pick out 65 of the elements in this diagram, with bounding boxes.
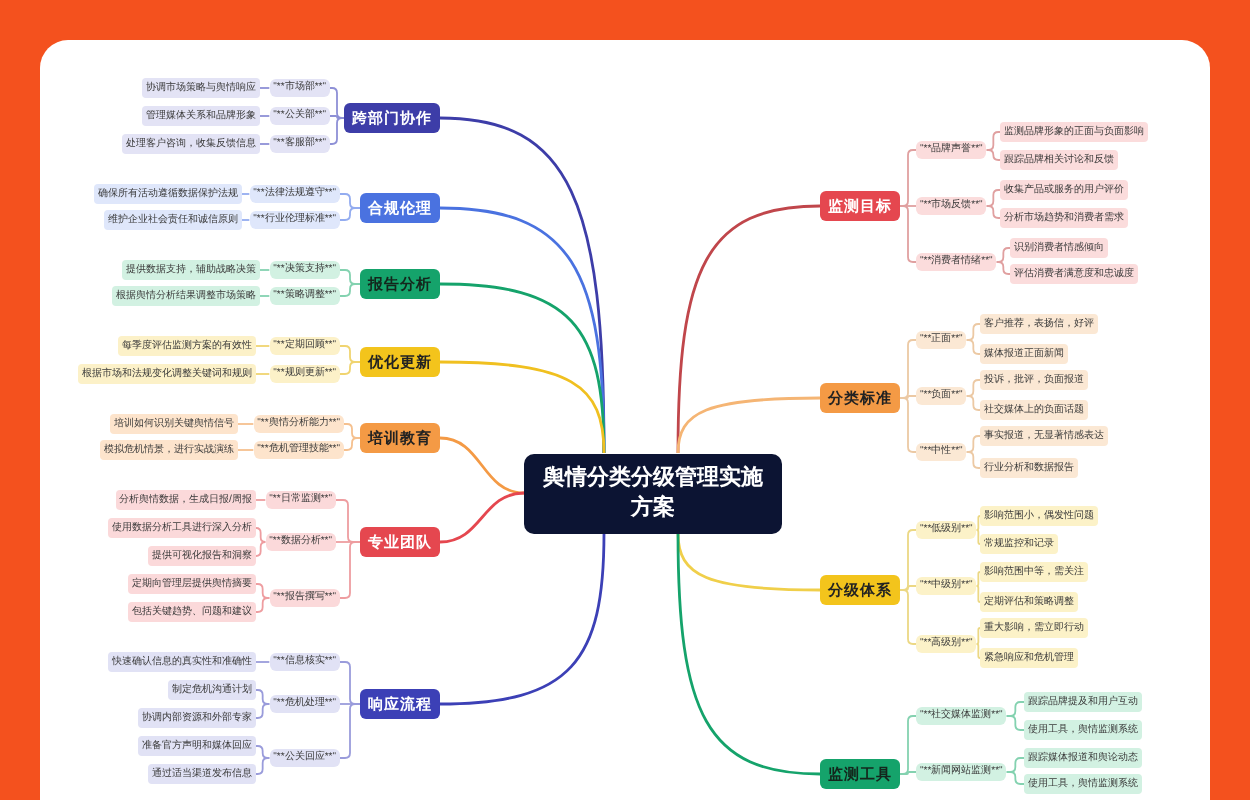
branch-curve [439,491,525,544]
connector-line [1005,715,1025,731]
connector-line [899,715,917,775]
connector-line [259,87,271,89]
connector-line [237,449,255,451]
connector-line [255,757,271,775]
connector-line [899,339,917,399]
branch-curve [676,396,820,454]
connector-line [329,87,345,119]
branch-curve [439,436,525,495]
connector-line [255,661,271,663]
connector-line [899,397,917,453]
connector-line [965,435,981,453]
connector-line [965,339,981,355]
branch-curve [439,532,606,706]
connector-line [343,437,361,451]
connector-line [255,703,271,719]
connector-line [241,219,251,221]
connector-line [255,499,267,501]
connector-line [975,627,981,645]
connector-line [255,541,267,557]
connector-line [995,247,1011,263]
connector-line [899,205,917,263]
connector-line [975,529,981,545]
connector-line [255,527,267,543]
branch-curve [676,532,821,776]
connector-line [255,373,271,375]
branch-curve [676,532,820,592]
connector-line [965,395,981,411]
connector-line [259,269,271,271]
connector-line [255,689,271,705]
connector-line [985,205,1001,219]
connector-line [255,597,271,613]
connector-line [339,703,361,759]
connector-line [329,117,345,145]
connector-line [995,261,1011,275]
connector-line [339,283,361,297]
connector-line [899,771,917,775]
connector-line [965,451,981,469]
connector-line [339,207,361,221]
connector-line [339,361,361,375]
central-topic-box: 舆情分类分级管理实施方案 [524,453,782,533]
connector-line [259,115,271,117]
connector-line [985,149,1001,161]
connector-line [255,583,271,599]
connector-line [975,515,981,531]
connector-line [965,379,981,397]
connector-line [985,131,1001,151]
connector-line [1005,771,1025,785]
connector-line [975,571,981,587]
branch-curve [439,360,606,454]
connector-line [975,643,981,659]
connector-line [899,529,917,591]
connector-line [343,423,361,439]
connector-line [965,323,981,341]
connector-line [241,193,251,195]
connector-line [899,589,917,645]
connector-line [985,189,1001,207]
connector-line [259,143,271,145]
connector-line [259,295,271,297]
connector-line [899,149,917,207]
connector-line [255,745,271,759]
connector-line [237,423,255,425]
connector-line [255,345,271,347]
connector-line [975,585,981,603]
